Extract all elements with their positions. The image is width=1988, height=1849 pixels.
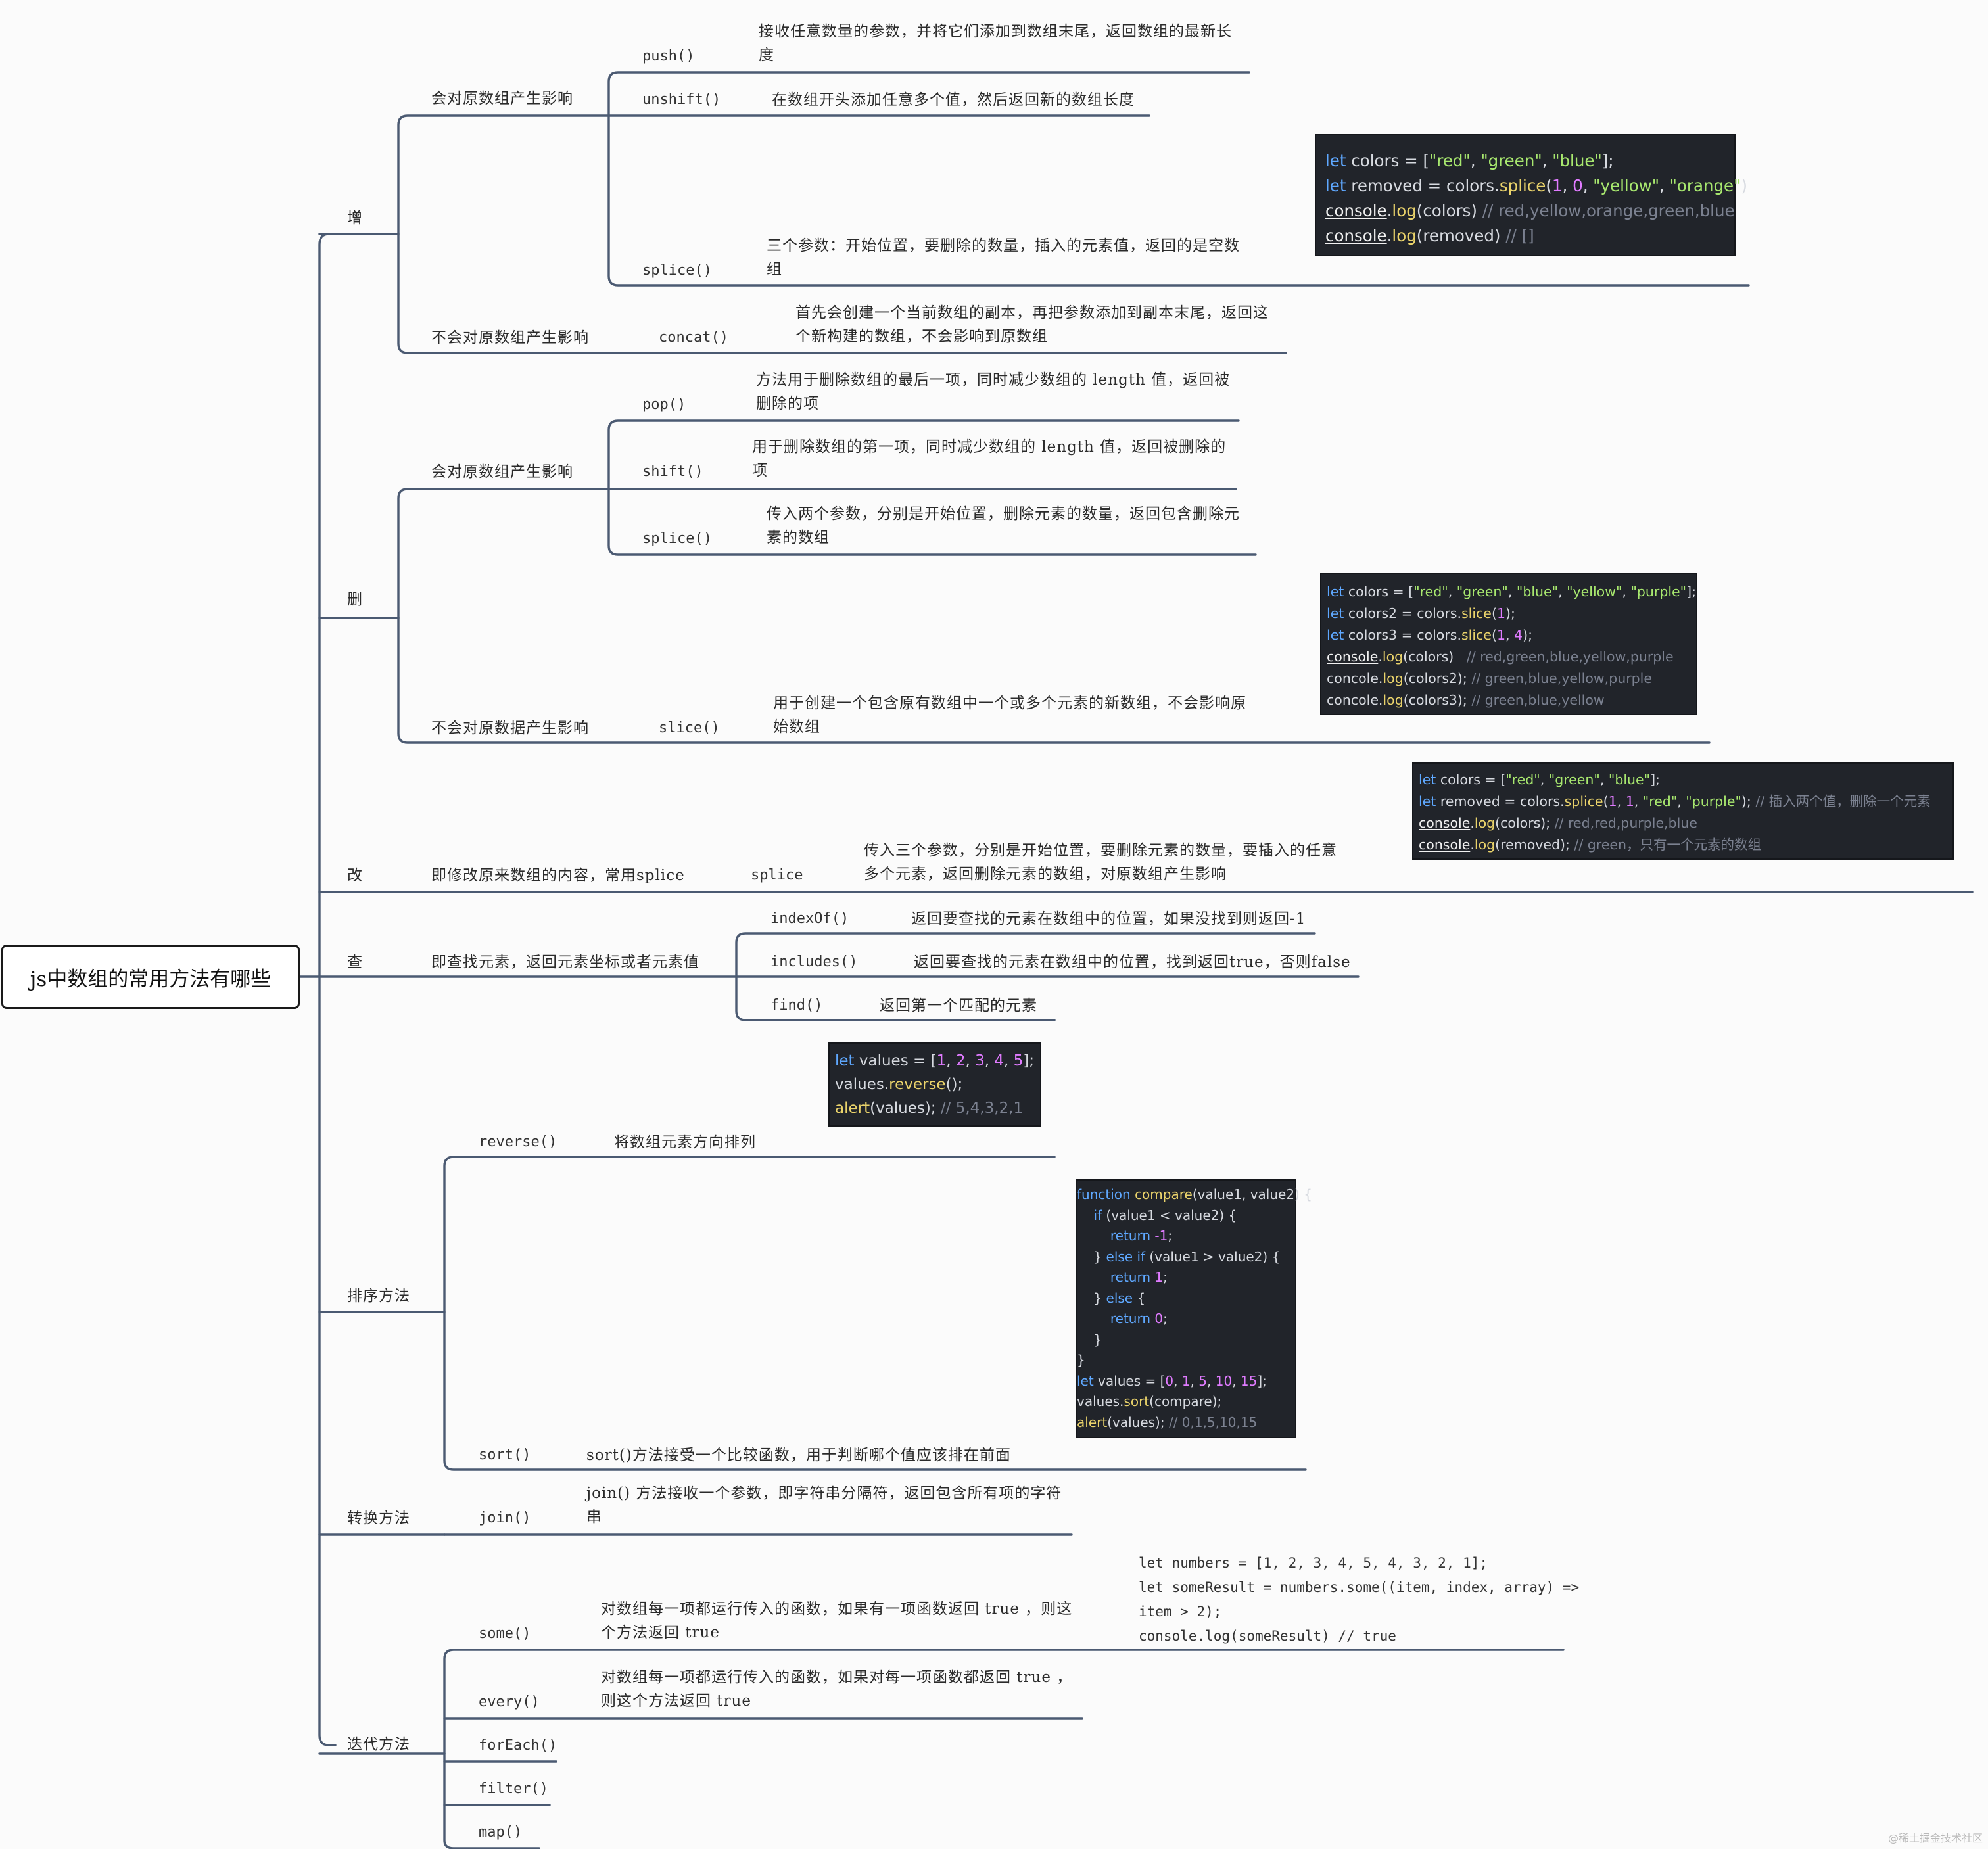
code-line: if (value1 < value2) { bbox=[1093, 1207, 1237, 1223]
code-line: concole.log(colors3); // green,blue,yell… bbox=[1327, 692, 1605, 708]
code-some: let numbers = [1, 2, 3, 4, 5, 4, 3, 2, 1… bbox=[1139, 1551, 1579, 1649]
code-line: console.log(colors); // red,red,purple,b… bbox=[1419, 815, 1697, 831]
code-line: let colors3 = colors.slice(1, 4); bbox=[1327, 627, 1532, 643]
code-line: console.log(removed); // green，只有一个元素的数组 bbox=[1419, 837, 1761, 853]
code-line: values.reverse(); bbox=[835, 1076, 963, 1093]
code-line: console.log(colors) // red,green,blue,ye… bbox=[1327, 649, 1674, 665]
node-modify-splice[interactable]: splice bbox=[751, 867, 803, 883]
desc-find-method: 返回第一个匹配的元素 bbox=[880, 997, 1037, 1014]
code-line: let colors2 = colors.slice(1); bbox=[1327, 605, 1515, 621]
desc-reverse: 将数组元素方向排列 bbox=[614, 1134, 756, 1151]
node-add[interactable]: 增 bbox=[347, 210, 363, 227]
desc-includes: 返回要查找的元素在数组中的位置，找到返回true，否则false bbox=[914, 954, 1351, 971]
node-convert[interactable]: 转换方法 bbox=[347, 1510, 410, 1527]
code-reverse: let values = [1, 2, 3, 4, 5]; values.rev… bbox=[828, 1042, 1041, 1127]
code-line: let removed = colors.splice(1, 0, "yello… bbox=[1325, 176, 1747, 195]
code-line: let colors = ["red", "green", "blue"]; bbox=[1325, 151, 1614, 170]
code-line: } else { bbox=[1077, 1290, 1146, 1306]
node-some[interactable]: some() bbox=[479, 1626, 531, 1642]
desc-concat: 首先会创建一个当前数组的副本，再把参数添加到副本末尾，返回这个新构建的数组，不会… bbox=[795, 304, 1269, 345]
node-includes[interactable]: includes() bbox=[770, 954, 858, 970]
code-line: } bbox=[1077, 1331, 1102, 1347]
code-line: values.sort(compare); bbox=[1077, 1393, 1222, 1409]
node-shift[interactable]: shift() bbox=[642, 463, 703, 480]
node-map[interactable]: map() bbox=[479, 1824, 523, 1840]
node-join[interactable]: join() bbox=[479, 1510, 531, 1526]
node-remove[interactable]: 删 bbox=[347, 591, 363, 608]
node-add-nonmutating[interactable]: 不会对原数组产生影响 bbox=[431, 329, 589, 346]
node-iterate[interactable]: 迭代方法 bbox=[347, 1736, 410, 1753]
desc-slice: 用于创建一个包含原有数组中一个或多个元素的新数组，不会影响原始数组 bbox=[773, 695, 1246, 736]
code-line: let someResult = numbers.some((item, ind… bbox=[1139, 1580, 1580, 1595]
code-line: return 1; bbox=[1110, 1269, 1168, 1285]
node-concat[interactable]: concat() bbox=[659, 329, 728, 346]
code-modify-splice: let colors = ["red", "green", "blue"]; l… bbox=[1412, 762, 1954, 860]
desc-shift: 用于删除数组的第一项，同时减少数组的 length 值，返回被删除的项 bbox=[752, 438, 1227, 479]
desc-pop: 方法用于删除数组的最后一项，同时减少数组的 length 值，返回被删除的项 bbox=[756, 371, 1231, 412]
node-indexof[interactable]: indexOf() bbox=[770, 910, 849, 927]
desc-indexof: 返回要查找的元素在数组中的位置，如果没找到则返回-1 bbox=[911, 910, 1306, 927]
desc-join: join() 方法接收一个参数，即字符串分隔符，返回包含所有项的字符串 bbox=[586, 1485, 1062, 1526]
node-reverse[interactable]: reverse() bbox=[479, 1134, 557, 1150]
desc-unshift: 在数组开头添加任意多个值，然后返回新的数组长度 bbox=[772, 91, 1135, 108]
code-line: item > 2); bbox=[1139, 1604, 1222, 1620]
code-line: alert(values); // 5,4,3,2,1 bbox=[835, 1100, 1024, 1117]
node-foreach[interactable]: forEach() bbox=[479, 1737, 557, 1754]
code-line: let values = [0, 1, 5, 10, 15]; bbox=[1077, 1372, 1267, 1389]
code-sort: function compare(value1, value2) { if (v… bbox=[1076, 1179, 1312, 1438]
watermark: @稀土掘金技术社区 bbox=[1887, 1832, 1983, 1844]
node-filter[interactable]: filter() bbox=[479, 1781, 548, 1797]
code-line: let numbers = [1, 2, 3, 4, 5, 4, 3, 2, 1… bbox=[1139, 1555, 1488, 1571]
code-slice: let colors = ["red", "green", "blue", "y… bbox=[1320, 573, 1697, 715]
node-slice[interactable]: slice() bbox=[659, 720, 720, 736]
desc-some: 对数组每一项都运行传入的函数，如果有一项函数返回 true ，则这个方法返回 t… bbox=[601, 1601, 1073, 1641]
desc-sort: sort()方法接受一个比较函数，用于判断哪个值应该排在前面 bbox=[586, 1447, 1011, 1464]
find-note: 即查找元素，返回元素坐标或者元素值 bbox=[431, 954, 699, 971]
node-push[interactable]: push() bbox=[642, 48, 695, 64]
node-remove-mutating[interactable]: 会对原数组产生影响 bbox=[431, 463, 573, 480]
code-line: alert(values); // 0,1,5,10,15 bbox=[1077, 1414, 1258, 1430]
node-add-splice[interactable]: splice() bbox=[642, 262, 712, 279]
node-every[interactable]: every() bbox=[479, 1694, 540, 1710]
code-line: console.log(removed) // [] bbox=[1325, 226, 1534, 245]
code-line: concole.log(colors2); // green,blue,yell… bbox=[1327, 670, 1652, 686]
code-line: let values = [1, 2, 3, 4, 5]; bbox=[835, 1052, 1034, 1069]
code-line: function compare(value1, value2) { bbox=[1077, 1186, 1312, 1202]
code-line: } bbox=[1077, 1352, 1085, 1368]
modify-note: 即修改原来数组的内容，常用splice bbox=[431, 867, 685, 884]
node-unshift[interactable]: unshift() bbox=[642, 91, 721, 108]
code-line: return 0; bbox=[1110, 1311, 1168, 1326]
node-modify[interactable]: 改 bbox=[347, 867, 363, 884]
desc-modify-splice: 传入三个参数，分别是开始位置，要删除元素的数量，要插入的任意多个元素，返回删除元… bbox=[864, 842, 1337, 883]
node-remove-nonmutating[interactable]: 不会对原数据产生影响 bbox=[431, 720, 589, 737]
code-line: let removed = colors.splice(1, 1, "red",… bbox=[1419, 793, 1931, 809]
desc-remove-splice: 传入两个参数，分别是开始位置，删除元素的数量，返回包含删除元素的数组 bbox=[767, 505, 1240, 546]
desc-every: 对数组每一项都运行传入的函数，如果对每一项函数都返回 true ，则这个方法返回… bbox=[601, 1669, 1073, 1710]
node-find[interactable]: 查 bbox=[347, 954, 363, 971]
root-node[interactable]: js中数组的常用方法有哪些 bbox=[1, 945, 300, 1009]
node-remove-splice[interactable]: splice() bbox=[642, 530, 712, 547]
node-sort[interactable]: sort() bbox=[479, 1447, 531, 1463]
node-sort-group[interactable]: 排序方法 bbox=[347, 1288, 410, 1305]
code-line: return -1; bbox=[1110, 1228, 1173, 1244]
code-line: let colors = ["red", "green", "blue"]; bbox=[1419, 772, 1660, 787]
node-find-method[interactable]: find() bbox=[770, 997, 823, 1014]
desc-push: 接收任意数量的参数，并将它们添加到数组末尾，返回数组的最新长度 bbox=[759, 23, 1232, 64]
code-add-splice: let colors = ["red", "green", "blue"]; l… bbox=[1315, 134, 1747, 256]
node-add-mutating[interactable]: 会对原数组产生影响 bbox=[431, 90, 573, 107]
desc-add-splice: 三个参数：开始位置，要删除的数量，插入的元素值，返回的是空数组 bbox=[767, 237, 1240, 278]
code-line: } else if (value1 > value2) { bbox=[1077, 1248, 1281, 1265]
node-pop[interactable]: pop() bbox=[642, 396, 686, 413]
code-line: console.log(someResult) // true bbox=[1139, 1628, 1396, 1644]
code-line: let colors = ["red", "green", "blue", "y… bbox=[1327, 584, 1696, 599]
code-line: console.log(colors) // red,yellow,orange… bbox=[1325, 201, 1735, 220]
